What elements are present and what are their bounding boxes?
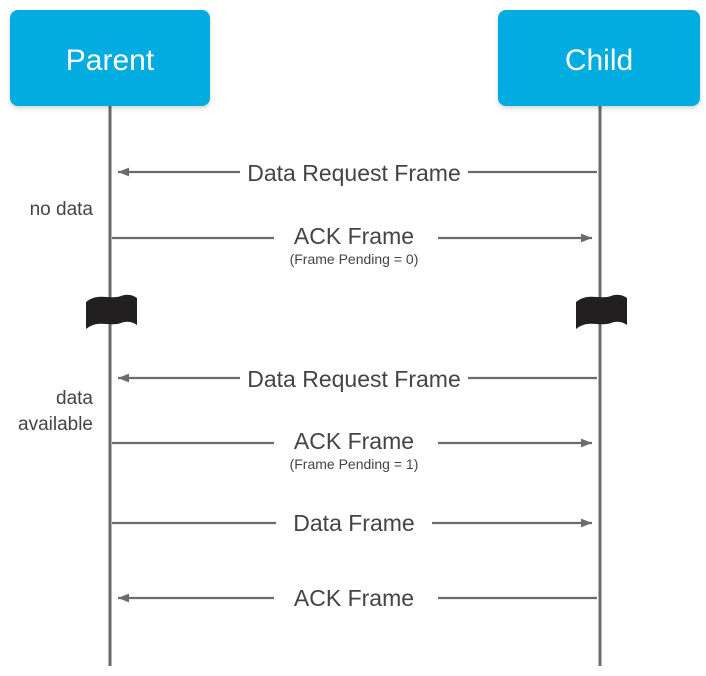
message-label-4: ACK Frame: [294, 428, 414, 454]
flag-icon: [576, 294, 627, 329]
message-label-5: Data Frame: [293, 510, 414, 536]
message-sublabel-2: (Frame Pending = 0): [290, 251, 419, 267]
message-5[interactable]: Data Frame: [112, 510, 592, 536]
actor-box-parent[interactable]: [10, 10, 210, 106]
message-1[interactable]: Data Request Frame: [118, 160, 597, 186]
actor-parent[interactable]: Parent: [10, 10, 210, 106]
message-6[interactable]: ACK Frame: [118, 585, 597, 611]
message-label-3: Data Request Frame: [247, 366, 460, 392]
message-3[interactable]: Data Request Frame: [118, 366, 597, 392]
message-label-2: ACK Frame: [294, 223, 414, 249]
actor-box-child[interactable]: [498, 10, 700, 106]
note-no-data-line-1: no data: [30, 199, 94, 220]
break-symbol-parent: [86, 294, 137, 329]
message-2[interactable]: ACK Frame (Frame Pending = 0): [112, 223, 592, 267]
actor-label-child: Child: [565, 44, 633, 77]
break-symbol-child: [576, 294, 627, 329]
message-label-1: Data Request Frame: [247, 160, 460, 186]
note-data-available-line-1: data: [56, 388, 93, 409]
message-label-6: ACK Frame: [294, 585, 414, 611]
actor-child[interactable]: Child: [498, 10, 700, 106]
flag-icon: [86, 294, 137, 329]
lifelines: [108, 106, 602, 666]
message-4[interactable]: ACK Frame (Frame Pending = 1): [112, 428, 592, 472]
note-data-available-line-2: available: [18, 414, 93, 435]
note-data-available: data available: [18, 388, 93, 435]
actor-label-parent: Parent: [66, 44, 155, 77]
message-sublabel-4: (Frame Pending = 1): [290, 456, 419, 472]
note-no-data: no data: [30, 199, 94, 220]
